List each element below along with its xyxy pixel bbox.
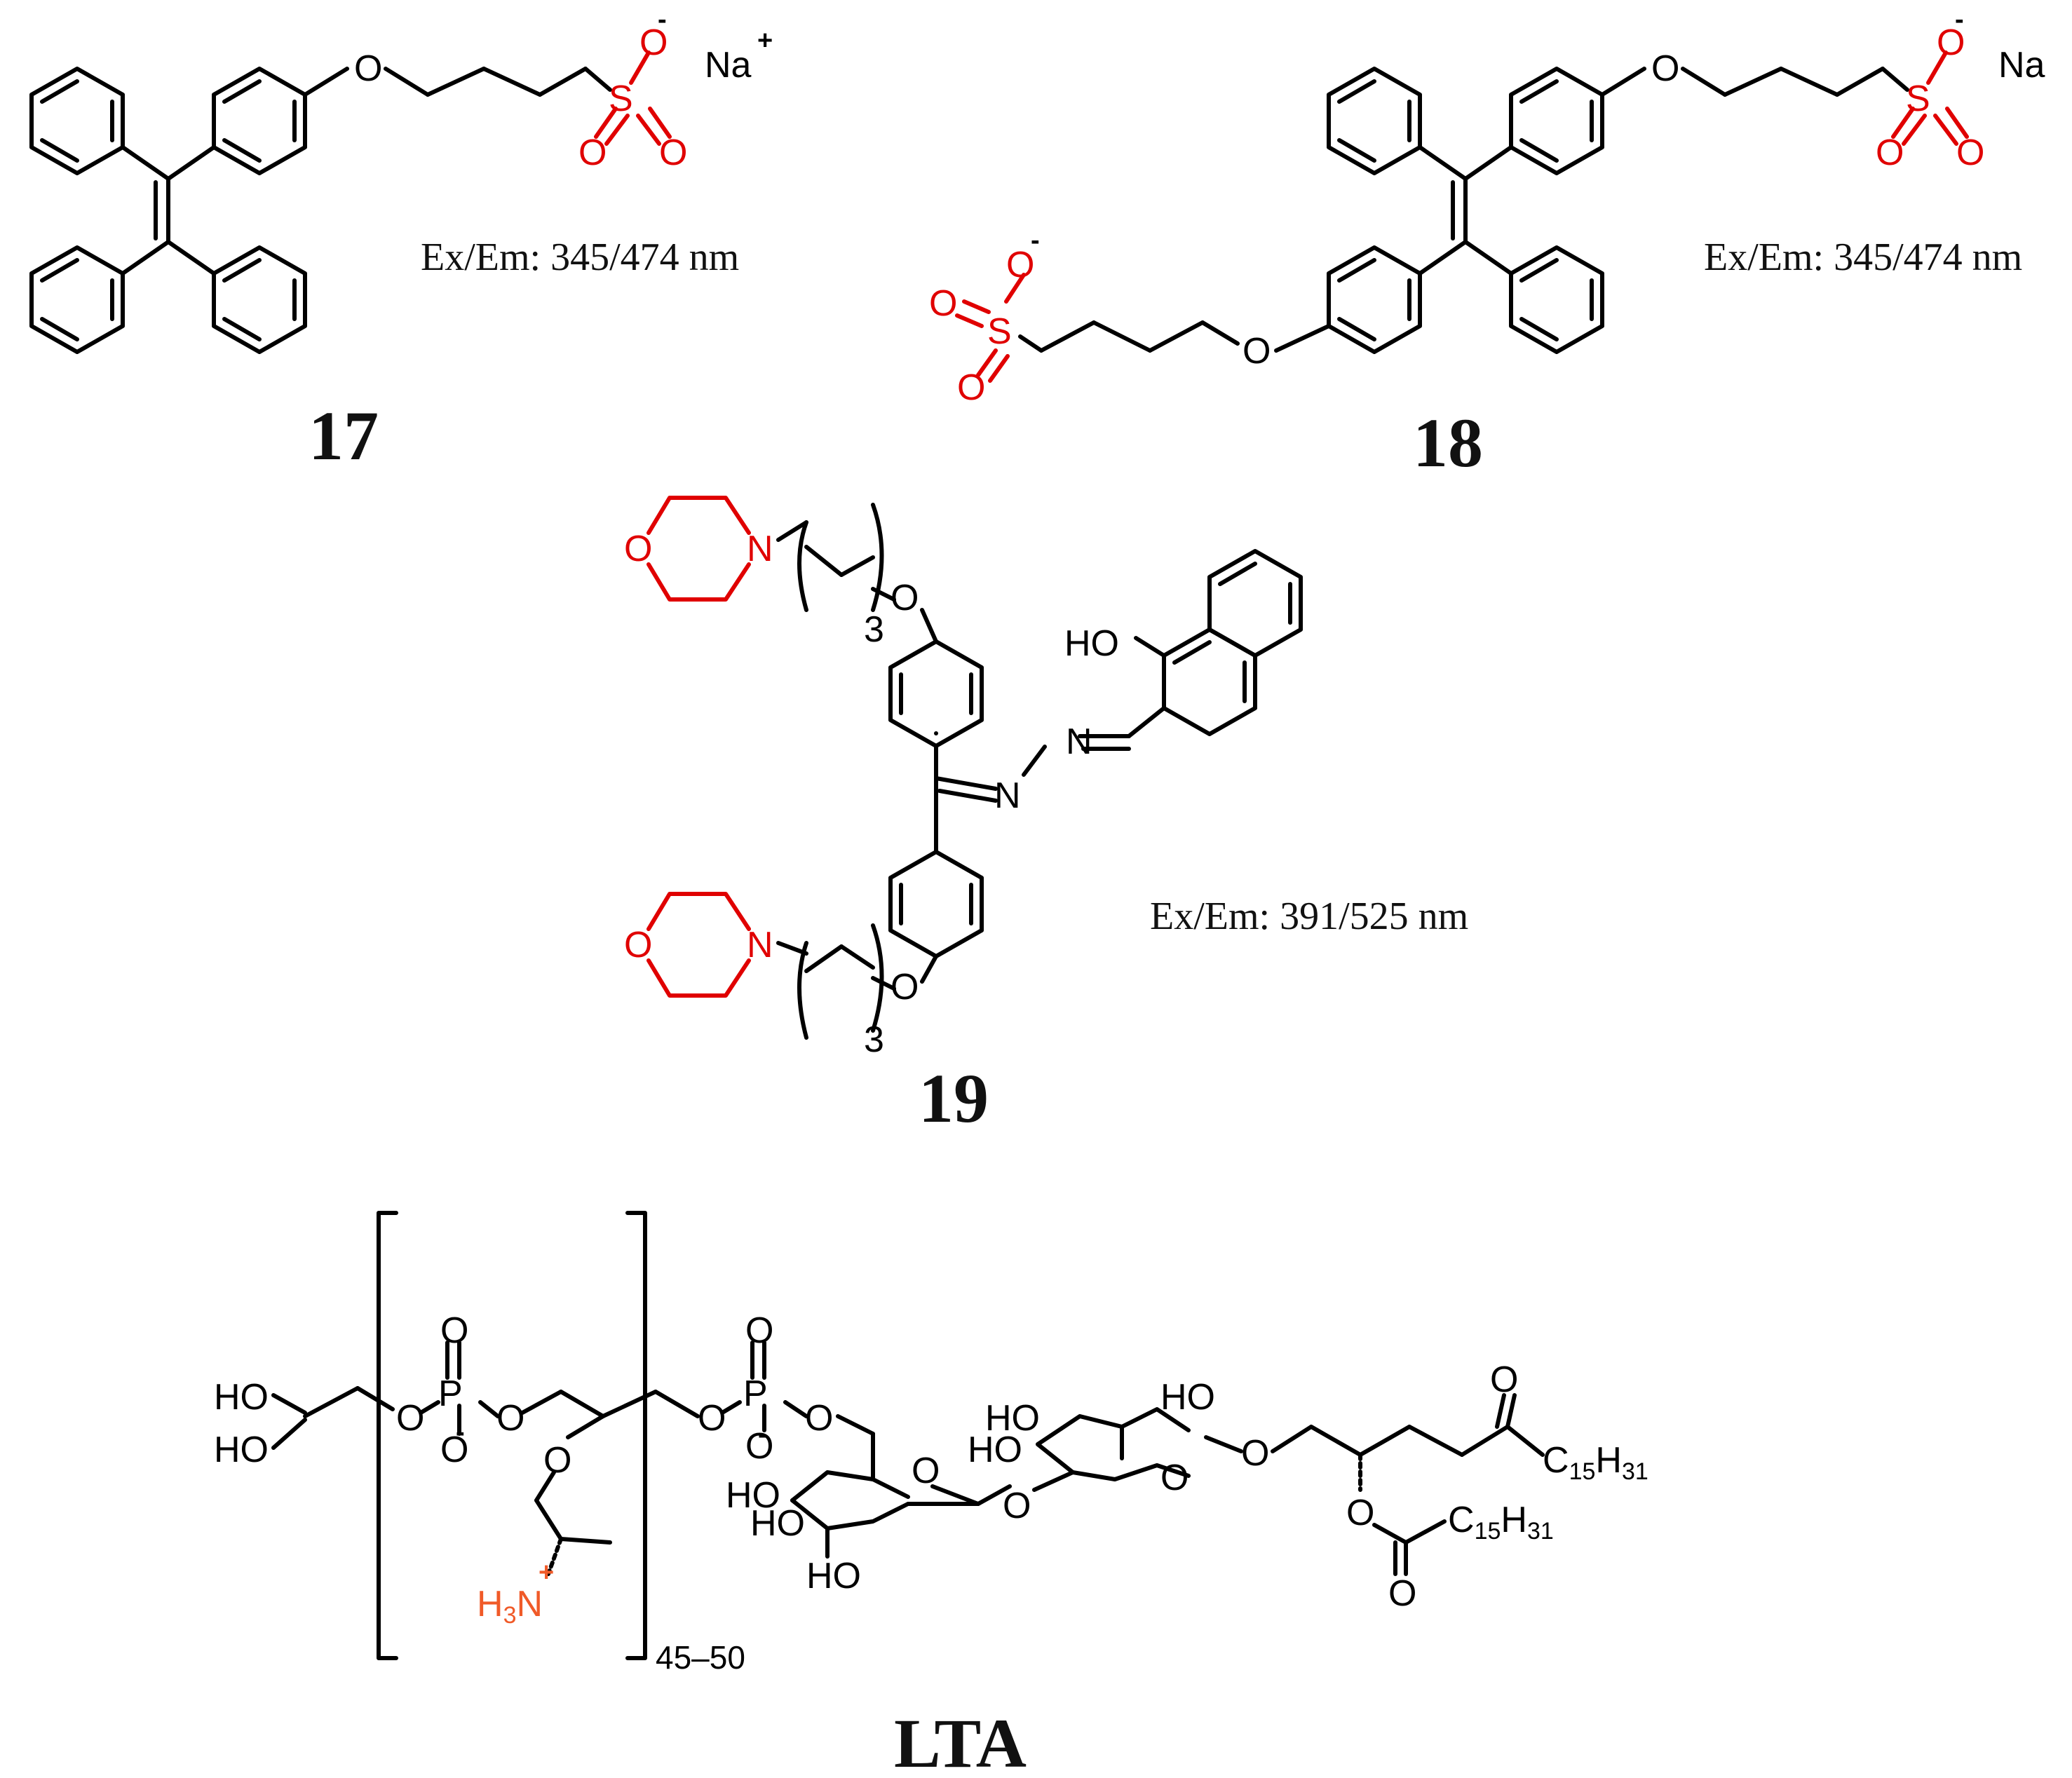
oxygen-atom: O xyxy=(1876,133,1904,173)
repeat-count: 3 xyxy=(864,1019,884,1060)
glycosidic-oxygen: O xyxy=(1003,1486,1031,1526)
oxygen-atom: O xyxy=(1937,22,1965,63)
positive-charge: + xyxy=(539,1558,554,1587)
sulfur-atom: S xyxy=(609,79,633,119)
compound-19-label: 19 xyxy=(919,1059,989,1137)
ester-oxygen: O xyxy=(1346,1493,1374,1533)
compound-18-ex-em: Ex/Em: 345/474 nm xyxy=(1704,236,2022,279)
oxygen-atom: O xyxy=(440,1310,468,1351)
compound-19-ex-em: Ex/Em: 391/525 nm xyxy=(1150,895,1468,938)
oxygen-atom: O xyxy=(1241,1433,1269,1474)
oxygen-atom: O xyxy=(354,48,382,89)
phosphorus-atom: P xyxy=(438,1373,463,1414)
palmitoyl-chain: C15H31 xyxy=(1448,1500,1554,1545)
oxygen-atom: O xyxy=(891,578,919,618)
oxygen-atom: O xyxy=(639,22,668,63)
compound-18-label: 18 xyxy=(1413,404,1483,482)
negative-charge: - xyxy=(1955,5,1964,34)
sulfur-atom: S xyxy=(1906,79,1930,119)
negative-charge: - xyxy=(1031,226,1040,255)
oxygen-atom: O xyxy=(745,1310,773,1351)
negative-charge: - xyxy=(456,1418,465,1447)
lta-label: LTA xyxy=(894,1704,1027,1778)
sulfur-atom: S xyxy=(987,311,1012,352)
repeat-unit-count: 45–50 xyxy=(656,1639,745,1676)
negative-charge: - xyxy=(658,5,667,34)
hydroxyl-group: HO xyxy=(806,1556,861,1596)
hydroxyl-group: HO xyxy=(968,1430,1022,1470)
oxygen-atom: O xyxy=(659,133,687,173)
compound-18-structure xyxy=(955,50,1969,383)
positive-charge: + xyxy=(757,26,773,55)
lta-structure xyxy=(271,1211,1545,1660)
hydroxyl-group: HO xyxy=(750,1503,805,1544)
hydroxyl-group: HO xyxy=(1064,623,1119,664)
oxygen-atom: O xyxy=(957,367,985,408)
compound-17-ex-em: Ex/Em: 345/474 nm xyxy=(421,236,739,279)
carbonyl-oxygen: O xyxy=(1388,1573,1416,1614)
hydroxyl-group: HO xyxy=(726,1475,780,1516)
morpholine-nitrogen: N xyxy=(747,529,773,569)
morpholine-nitrogen: N xyxy=(747,925,773,965)
morpholine-oxygen: O xyxy=(624,925,652,965)
oxygen-atom: O xyxy=(891,967,919,1007)
carbonyl-oxygen: O xyxy=(1490,1359,1518,1400)
sodium-ion: Na xyxy=(705,45,752,86)
ring-oxygen: O xyxy=(1160,1458,1189,1498)
sodium-ion: Na xyxy=(1998,45,2045,86)
nitrogen-atom: N xyxy=(994,775,1021,816)
oxygen-atom: O xyxy=(1651,48,1679,89)
compound-17-structure xyxy=(29,50,672,354)
morpholine-oxygen: O xyxy=(624,529,652,569)
ammonium-group: H3N xyxy=(477,1584,543,1629)
nitrogen-atom: N xyxy=(1066,721,1092,762)
oxygen-atom: O xyxy=(578,133,607,173)
phosphorus-atom: P xyxy=(743,1373,768,1414)
oxygen-atom: O xyxy=(440,1430,468,1470)
oxygen-atom: O xyxy=(543,1440,571,1481)
negative-charge: - xyxy=(758,1420,767,1449)
compound-19-structure xyxy=(646,496,1303,1040)
hydroxyl-group: HO xyxy=(1160,1377,1215,1418)
oxygen-atom: O xyxy=(396,1398,424,1439)
oxygen-atom: O xyxy=(745,1426,773,1467)
oxygen-atom: O xyxy=(496,1398,524,1439)
repeat-count: 3 xyxy=(864,609,884,650)
compound-17-label: 17 xyxy=(309,397,379,475)
oxygen-atom: O xyxy=(1956,133,1984,173)
oxygen-atom: O xyxy=(1006,245,1034,285)
oxygen-atom: O xyxy=(1242,331,1271,372)
palmitoyl-chain: C15H31 xyxy=(1543,1440,1648,1485)
oxygen-atom: O xyxy=(805,1398,833,1439)
oxygen-atom: O xyxy=(698,1398,726,1439)
hydroxyl-group: HO xyxy=(214,1430,269,1470)
hydroxyl-group: HO xyxy=(214,1377,269,1418)
oxygen-atom: O xyxy=(929,283,957,324)
hydroxyl-group: HO xyxy=(985,1398,1040,1439)
ring-oxygen: O xyxy=(912,1451,940,1491)
